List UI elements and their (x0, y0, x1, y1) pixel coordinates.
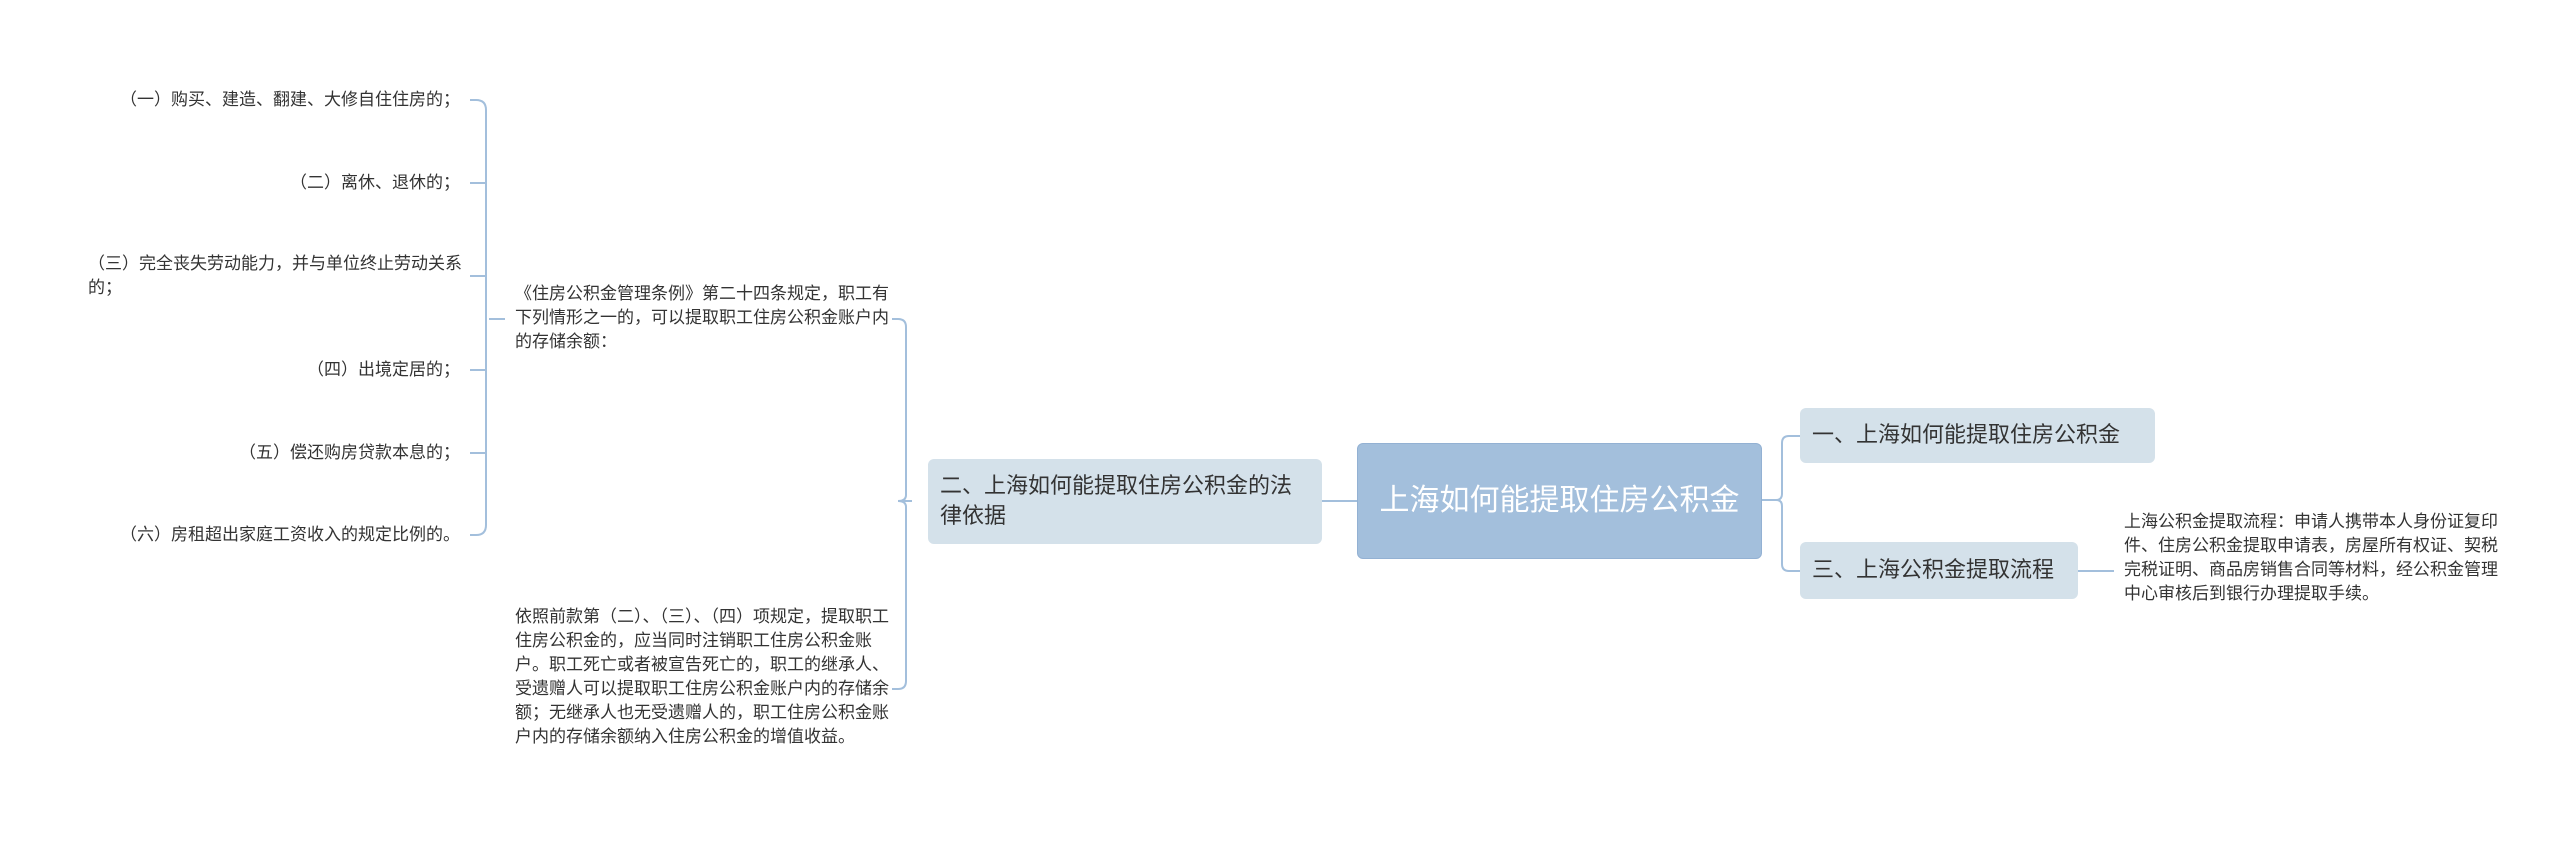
branch-node-1-label: 一、上海如何能提取住房公积金 (1812, 422, 2121, 448)
branch-3-detail[interactable]: 上海公积金提取流程：申请人携带本人身份证复印件、住房公积金提取申请表，房屋所有权… (2124, 510, 2509, 606)
item-3[interactable]: （三）完全丧失劳动能力，并与单位终止劳动关系的； (88, 252, 468, 300)
item-5[interactable]: （五）偿还购房贷款本息的； (70, 441, 460, 465)
root-node-label: 上海如何能提取住房公积金 (1379, 483, 1740, 518)
items-bracket (475, 99, 487, 536)
supplement-text-content: 依照前款第（二）、（三）、（四）项规定，提取职工住房公积金的，应当同时注销职工住… (515, 607, 889, 747)
item-6-text: （六）房租超出家庭工资收入的规定比例的。 (120, 525, 460, 545)
branch-node-2[interactable]: 二、上海如何能提取住房公积金的法律依据 (928, 459, 1322, 544)
branch-3-detail-text: 上海公积金提取流程：申请人携带本人身份证复印件、住房公积金提取申请表，房屋所有权… (2124, 512, 2498, 604)
item-2-text: （二）离休、退休的； (290, 173, 460, 193)
regulation-text-content: 《住房公积金管理条例》第二十四条规定，职工有下列情形之一的，可以提取职工住房公积… (515, 284, 889, 352)
root-node[interactable]: 上海如何能提取住房公积金 (1357, 443, 1762, 559)
connector-branch-2-to-regulation (892, 318, 912, 502)
branch-node-2-label: 二、上海如何能提取住房公积金的法律依据 (940, 473, 1293, 529)
item-2[interactable]: （二）离休、退休的； (70, 171, 460, 195)
item-4-text: （四）出境定居的； (307, 360, 460, 380)
supplement-text[interactable]: 依照前款第（二）、（三）、（四）项规定，提取职工住房公积金的，应当同时注销职工住… (515, 605, 891, 749)
item-1[interactable]: （一）购买、建造、翻建、大修自住住房的； (70, 88, 460, 112)
item-6[interactable]: （六）房租超出家庭工资收入的规定比例的。 (60, 523, 460, 547)
item-4[interactable]: （四）出境定居的； (70, 358, 460, 382)
regulation-text[interactable]: 《住房公积金管理条例》第二十四条规定，职工有下列情形之一的，可以提取职工住房公积… (515, 282, 891, 354)
item-5-text: （五）偿还购房贷款本息的； (239, 443, 460, 463)
branch-node-1[interactable]: 一、上海如何能提取住房公积金 (1800, 408, 2155, 463)
connector-root-to-branch-3 (1762, 499, 1800, 572)
branch-node-3[interactable]: 三、上海公积金提取流程 (1800, 542, 2078, 599)
item-3-text: （三）完全丧失劳动能力，并与单位终止劳动关系的； (88, 254, 462, 298)
branch-node-3-label: 三、上海公积金提取流程 (1812, 557, 2055, 583)
connector-root-to-branch-1 (1762, 435, 1800, 501)
connector-branch-2-to-supplement (892, 500, 912, 690)
item-1-text: （一）购买、建造、翻建、大修自住住房的； (120, 90, 460, 110)
